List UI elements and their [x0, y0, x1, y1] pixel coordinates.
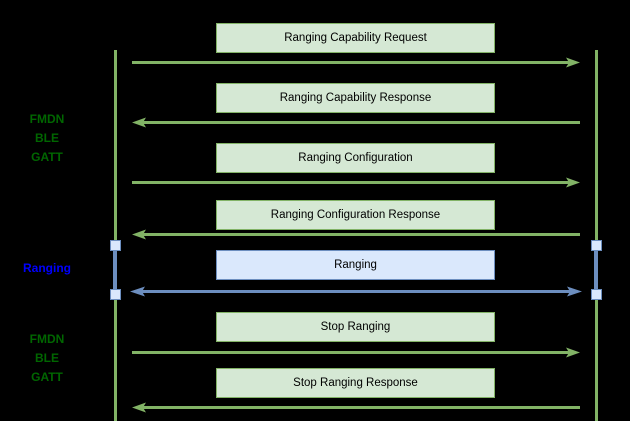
message-arrow-right-1 [132, 57, 580, 68]
activation-end-square-right [591, 289, 602, 300]
message-arrow-right-3 [132, 177, 580, 188]
activation-start-square-left [110, 240, 121, 251]
message-box-ranging-capability-response: Ranging Capability Response [216, 83, 495, 113]
activation-bar-right [594, 245, 598, 295]
message-box-stop-ranging-response: Stop Ranging Response [216, 368, 495, 398]
message-arrow-left-7 [132, 402, 580, 413]
message-box-ranging: Ranging [216, 250, 495, 280]
message-arrow-left-2 [132, 117, 580, 128]
message-box-ranging-configuration-response: Ranging Configuration Response [216, 200, 495, 230]
message-arrow-left-4 [132, 229, 580, 240]
message-arrow-bidirectional-5 [130, 286, 582, 297]
message-box-stop-ranging: Stop Ranging [216, 312, 495, 342]
message-arrow-right-6 [132, 347, 580, 358]
activation-bar-left [113, 245, 117, 295]
phase-label-fmdn-ble-gatt-bottom: FMDN BLE GATT [29, 332, 65, 384]
right-lifeline [595, 50, 598, 421]
phase-label-ranging: Ranging [23, 261, 71, 275]
activation-start-square-right [591, 240, 602, 251]
left-lifeline [114, 50, 117, 421]
message-box-ranging-capability-request: Ranging Capability Request [216, 23, 495, 53]
message-box-ranging-configuration: Ranging Configuration [216, 143, 495, 173]
activation-end-square-left [110, 289, 121, 300]
phase-label-fmdn-ble-gatt-top: FMDN BLE GATT [29, 112, 65, 164]
